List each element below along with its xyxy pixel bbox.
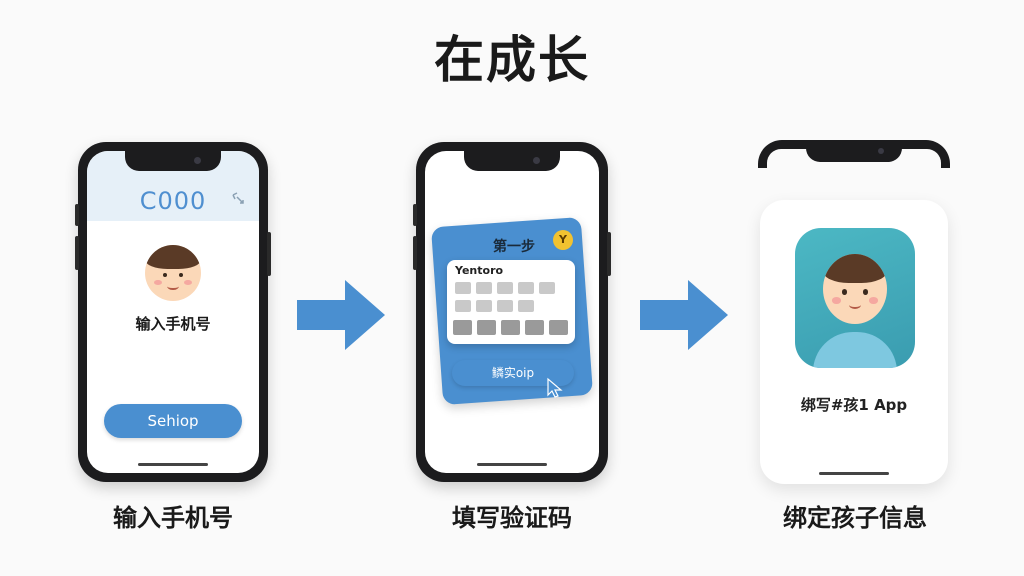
app-logo: C000 [139,187,207,215]
bind-child-label: 绑写#孩1 App [800,396,908,414]
phone-screen: C000 输入手机号 Sehiop [87,151,259,473]
step-label: 第一步 [493,239,535,255]
step-caption-2: 填写验证码 [452,504,572,532]
badge-icon: Y [553,230,573,250]
code-panel-label: Yentoro [455,264,504,277]
cursor-icon [547,377,563,398]
phone-number-prompt: 输入手机号 [135,315,211,333]
submit-button[interactable]: Sehiop [104,404,242,438]
step-caption-1: 输入手机号 [113,504,233,532]
confirm-button[interactable]: 鳞实oip [452,360,574,386]
child-avatar [145,245,201,301]
phone-notch [125,151,221,171]
home-indicator [819,472,889,475]
step-caption-3: 绑定孩子信息 [783,504,927,532]
child-avatar [823,254,887,324]
page-title: 在成长 [434,31,590,89]
phone-step-3 [758,140,950,168]
phone-step-1: C000 输入手机号 Sehiop [75,142,271,482]
phone-notch [806,140,902,162]
home-indicator [477,463,547,466]
arrow-right-icon [297,280,385,350]
phone-notch [464,151,560,171]
child-avatar-tile[interactable] [795,228,915,368]
tap-icon[interactable] [231,191,245,209]
home-indicator [138,463,208,466]
arrow-right-icon [640,280,728,350]
code-input-panel: Yentoro [447,260,575,344]
